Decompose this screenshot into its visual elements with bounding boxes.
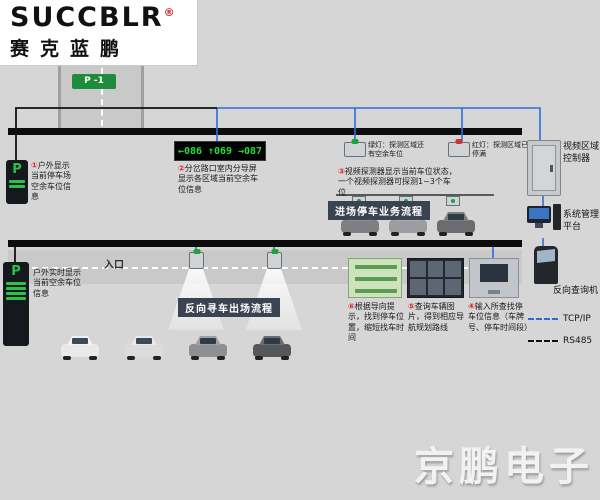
- tcpip-label: TCP/IP: [563, 314, 591, 324]
- rs485-line-sample: [528, 340, 558, 342]
- controller-label: 视频区域控制器: [563, 142, 600, 164]
- parked-car: [250, 332, 294, 362]
- note-6-number: ⑥: [348, 302, 355, 311]
- sign-led-row: [9, 185, 25, 188]
- parked-car: [434, 208, 478, 238]
- outdoor-parking-sign-bottom: P: [3, 262, 29, 346]
- parked-car: [186, 332, 230, 362]
- reverse-query-kiosk: [534, 246, 558, 284]
- legend-tcpip: TCP/IP: [528, 314, 591, 324]
- note-3-text: 视频探测器显示当前车位状态，一个视频探测器可探测1~3个车位: [338, 167, 457, 197]
- ceiling-bar-bottom: [8, 240, 522, 247]
- registered-mark: ®: [163, 6, 177, 19]
- watermark: 京鹏电子: [414, 444, 594, 490]
- entry-flow-label: 进场停车业务流程: [328, 201, 430, 220]
- parked-car: [58, 332, 102, 362]
- vehicle-photo-grid-thumbnail: [407, 258, 464, 298]
- note-5-number: ⑤: [408, 302, 415, 311]
- led-up-count: ↑069: [207, 145, 233, 157]
- note-4: ④输入所查找停车位信息（车牌号、停车时间段）: [468, 302, 532, 333]
- video-area-controller: [527, 140, 561, 196]
- outdoor-parking-sign-top: P: [6, 160, 28, 204]
- management-computer-monitor: [527, 206, 551, 228]
- sign-led-row: [9, 180, 25, 183]
- note-6: ⑥根据导向提示，找到停车位置，缩短找车时间: [348, 302, 404, 344]
- parking-p-letter: P: [12, 162, 22, 177]
- note-5: ⑤查询车辆图片，得到相应导航规划路线: [408, 302, 464, 333]
- sign-led-row: [6, 282, 26, 285]
- legend-rs485: RS485: [528, 336, 592, 346]
- parking-p-letter: P: [11, 264, 21, 279]
- exit-flow-label: 反向寻车出场流程: [178, 298, 280, 317]
- rs485-label: RS485: [563, 336, 593, 346]
- ceiling-camera: [189, 252, 204, 269]
- video-detector-red: [448, 142, 470, 157]
- note-4-text: 输入所查找停车位信息（车牌号、停车时间段）: [468, 302, 532, 332]
- entrance-label: 入口: [104, 260, 124, 271]
- parked-car: [122, 332, 166, 362]
- brand-logo: SUCCBLR® 赛克蓝鹏: [0, 0, 198, 66]
- note-1-number: ①: [31, 161, 38, 170]
- platform-label: 系统管理平台: [563, 210, 600, 232]
- note-2-number: ②: [178, 164, 185, 173]
- query-kiosk-thumbnail: [469, 258, 519, 298]
- kiosk-label: 反向查询机: [553, 286, 599, 296]
- management-computer-tower: [553, 204, 561, 230]
- led-left-count: ←086: [177, 145, 203, 157]
- note-2-text: 分岔路口室内分导屏显示各区域当前空余车位信息: [178, 164, 258, 194]
- ceiling-camera: [267, 252, 282, 269]
- note-6-text: 根据导向提示，找到停车位置，缩短找车时间: [348, 302, 404, 343]
- guidance-led-display: ←086 ↑069 →087: [174, 141, 266, 161]
- ceiling-bar-top: [8, 128, 522, 135]
- note-3: ③视频探测器显示当前车位状态，一个视频探测器可探测1~3个车位: [338, 167, 458, 198]
- p1-road-sign: P -1: [72, 74, 116, 89]
- sign-led-row: [6, 297, 26, 300]
- sign-led-row: [6, 292, 26, 295]
- brand-name: SUCCBLR®: [10, 2, 177, 33]
- note-4-number: ④: [468, 302, 475, 311]
- brand-name-cn: 赛克蓝鹏: [10, 38, 131, 61]
- video-detector-green: [344, 142, 366, 157]
- sign-led-row: [6, 287, 26, 290]
- note-2: ②分岔路口室内分导屏显示各区域当前空余车位信息: [178, 164, 264, 195]
- note-3-number: ③: [338, 167, 345, 176]
- detector-green-label: 绿灯：探测区域还有空余车位: [368, 141, 424, 158]
- detector-red-label: 红灯：探测区域已停满: [472, 141, 528, 158]
- parking-map-thumbnail: [348, 258, 402, 298]
- tcpip-line-sample: [528, 318, 558, 320]
- note-1-text: 户外显示当前停车场空余车位信息: [31, 161, 71, 202]
- led-right-count: →087: [237, 145, 263, 157]
- note-outdoor-realtime: 户外实时显示当前空余车位信息: [33, 268, 81, 298]
- note-5-text: 查询车辆图片，得到相应导航规划路线: [408, 302, 464, 332]
- note-1: ①户外显示当前停车场空余车位信息: [31, 161, 77, 203]
